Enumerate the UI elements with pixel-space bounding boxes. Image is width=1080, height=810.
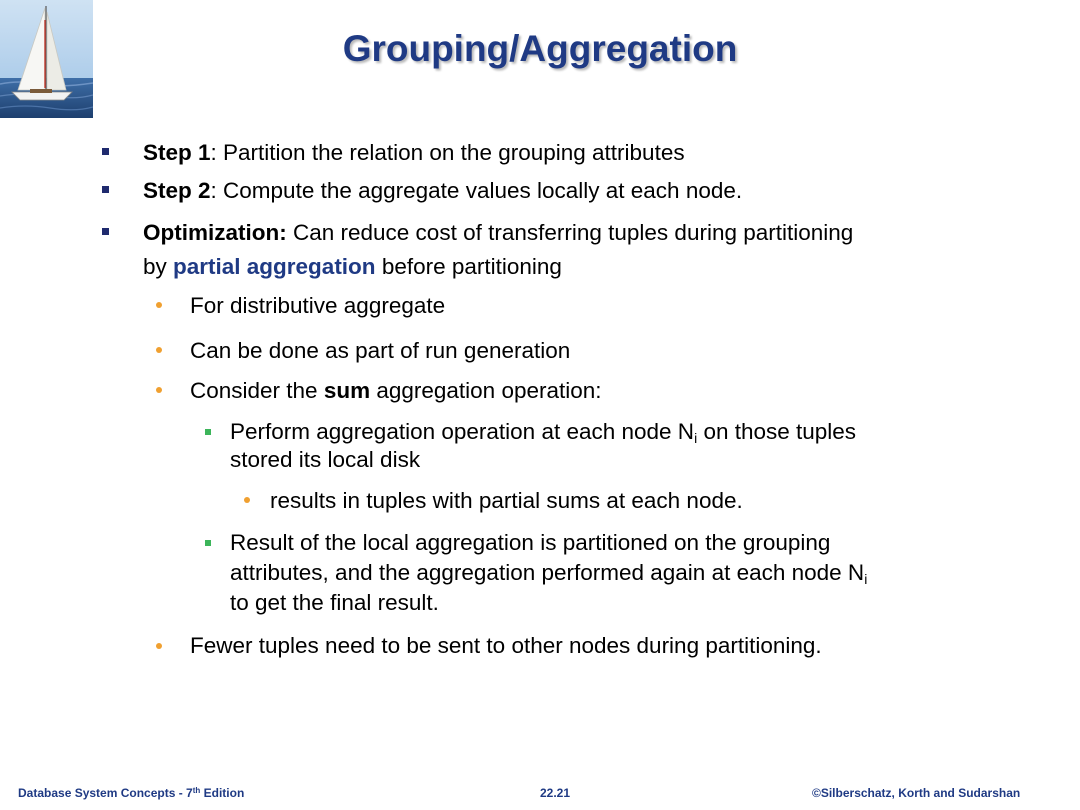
perform-subscript: i [694, 430, 698, 446]
square-bullet-icon [102, 186, 109, 193]
bullet-optimization-by: by [143, 254, 174, 279]
bullet-step2-label: Step 2 [143, 178, 211, 203]
dot-bullet-icon [244, 497, 250, 503]
perform-text-tail: on those tuples [697, 419, 857, 444]
sub-sub-bullet-result: Result of the local aggregation is parti… [230, 530, 831, 555]
green-square-bullet-icon [205, 540, 211, 546]
bullet-optimization-label: Optimization: [143, 220, 287, 245]
bullet-step1-text: : Partition the relation on the grouping… [210, 140, 685, 165]
dot-bullet-icon [156, 347, 162, 353]
bullet-step2-text: : Compute the aggregate values locally a… [210, 178, 743, 203]
dot-bullet-icon [156, 643, 162, 649]
sub-sub-bullet-perform: Perform aggregation operation at each no… [230, 418, 856, 445]
bullet-optimization-tail: before partitioning [375, 254, 562, 279]
square-bullet-icon [102, 228, 109, 235]
footer-edition: Edition [200, 786, 245, 800]
bullet-step2: Step 2: Compute the aggregate values loc… [143, 177, 742, 204]
footer-left: Database System Concepts - 7th Edition [18, 786, 244, 800]
bullet-step1-label: Step 1 [143, 140, 211, 165]
dot-bullet-icon [156, 387, 162, 393]
sub-bullet-sum: Consider the sum aggregation operation: [190, 377, 602, 404]
sub-bullet-sum-post: aggregation operation: [370, 378, 602, 403]
sub-sub-bullet-result-line2: attributes, and the aggregation performe… [230, 559, 867, 586]
sub-sub-bullet-perform-line2: stored its local disk [230, 447, 421, 472]
sum-term: sum [323, 378, 371, 403]
bullet-optimization: Optimization: Can reduce cost of transfe… [143, 219, 853, 246]
sailboat-logo-icon [0, 0, 93, 118]
partial-aggregation-term: partial aggregation [173, 254, 376, 279]
green-square-bullet-icon [205, 429, 211, 435]
slide-title: Grouping/Aggregation [342, 28, 738, 69]
sub-bullet-sum-pre: Consider the [190, 378, 324, 403]
sub-bullet-fewer-tuples: Fewer tuples need to be sent to other no… [190, 633, 822, 658]
footer-page-number: 22.21 [540, 786, 571, 800]
result-line2-subscript: i [864, 571, 868, 587]
level4-bullet-partial-sums: results in tuples with partial sums at e… [270, 488, 743, 513]
footer-copyright: ©Silberschatz, Korth and Sudarshan [812, 786, 1021, 800]
footer-superscript: th [192, 786, 201, 795]
bullet-optimization-text: Can reduce cost of transferring tuples d… [286, 220, 854, 245]
bullet-optimization-line2: by partial aggregation before partitioni… [143, 253, 562, 280]
dot-bullet-icon [156, 302, 162, 308]
sub-sub-bullet-result-line3: to get the final result. [230, 590, 439, 615]
bullet-step1: Step 1: Partition the relation on the gr… [143, 139, 685, 166]
square-bullet-icon [102, 148, 109, 155]
result-line2-text: attributes, and the aggregation performe… [230, 560, 865, 585]
sub-bullet-run-generation: Can be done as part of run generation [190, 338, 571, 363]
footer-book-title: Database System Concepts - 7 [18, 786, 193, 800]
sub-bullet-distributive: For distributive aggregate [190, 293, 446, 318]
slide-body: Step 1: Partition the relation on the gr… [102, 139, 867, 658]
perform-text: Perform aggregation operation at each no… [230, 419, 695, 444]
